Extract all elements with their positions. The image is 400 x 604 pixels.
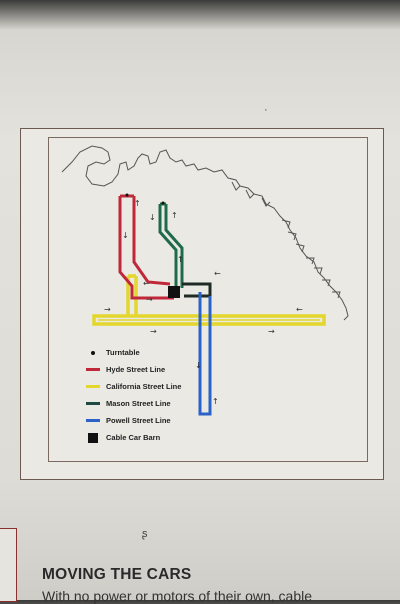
legend-turntable: Turntable xyxy=(86,344,181,361)
turntable xyxy=(125,193,129,197)
turntable xyxy=(161,201,165,205)
svg-text:↑: ↑ xyxy=(212,397,219,406)
svg-text:←: ← xyxy=(296,305,303,314)
dust-speck: · xyxy=(264,104,268,116)
legend-barn: Cable Car Barn xyxy=(86,429,181,446)
svg-text:←: ← xyxy=(214,269,221,278)
hyde-line-swatch-icon xyxy=(86,368,100,371)
adjacent-panel-edge xyxy=(0,528,17,602)
legend-label: Cable Car Barn xyxy=(106,433,161,442)
legend-label: Powell Street Line xyxy=(106,416,171,425)
hyde-street-line xyxy=(118,196,174,300)
coastline xyxy=(61,145,349,321)
powell-street-line xyxy=(198,292,212,416)
mason-street-line-connector xyxy=(182,282,212,298)
barn-square-icon xyxy=(88,432,98,443)
turntable-dot-icon xyxy=(91,350,95,355)
map-frame xyxy=(48,137,368,462)
svg-text:↓: ↓ xyxy=(195,361,202,370)
piers xyxy=(231,181,341,299)
svg-text:↑: ↑ xyxy=(171,211,178,220)
svg-text:→: → xyxy=(104,305,111,314)
legend-label: Hyde Street Line xyxy=(106,365,166,374)
svg-text:↓: ↓ xyxy=(149,213,156,222)
legend-hyde: Hyde Street Line xyxy=(86,361,181,378)
cable-car-barn xyxy=(168,286,180,298)
powell-line-swatch-icon xyxy=(86,419,100,422)
legend-powell: Powell Street Line xyxy=(86,412,181,429)
california-street-line xyxy=(92,274,326,326)
scratch-mark: ʂ xyxy=(142,528,148,540)
direction-arrows: ↓ ↑ ↓ ↑ ↑ ← → ↓ ↑ ← ← → → → xyxy=(104,199,303,406)
svg-text:↑: ↑ xyxy=(177,255,184,264)
mason-line-swatch-icon xyxy=(86,402,100,405)
legend-california: California Street Line xyxy=(86,378,181,395)
legend-label: Turntable xyxy=(106,348,140,357)
section-body-text: With no power or motors of their own, ca… xyxy=(42,588,313,604)
california-line-swatch-icon xyxy=(86,385,100,388)
svg-text:→: → xyxy=(268,327,275,336)
svg-text:↑: ↑ xyxy=(134,199,141,208)
svg-text:←: ← xyxy=(143,279,150,288)
map-panel xyxy=(20,128,384,480)
legend-label: Mason Street Line xyxy=(106,399,171,408)
section-heading: MOVING THE CARS xyxy=(42,566,192,583)
map-legend: Turntable Hyde Street Line California St… xyxy=(86,344,181,446)
legend-label: California Street Line xyxy=(106,382,182,391)
svg-text:→: → xyxy=(146,295,153,304)
svg-text:→: → xyxy=(150,327,157,336)
svg-text:↓: ↓ xyxy=(122,231,129,240)
legend-mason: Mason Street Line xyxy=(86,395,181,412)
